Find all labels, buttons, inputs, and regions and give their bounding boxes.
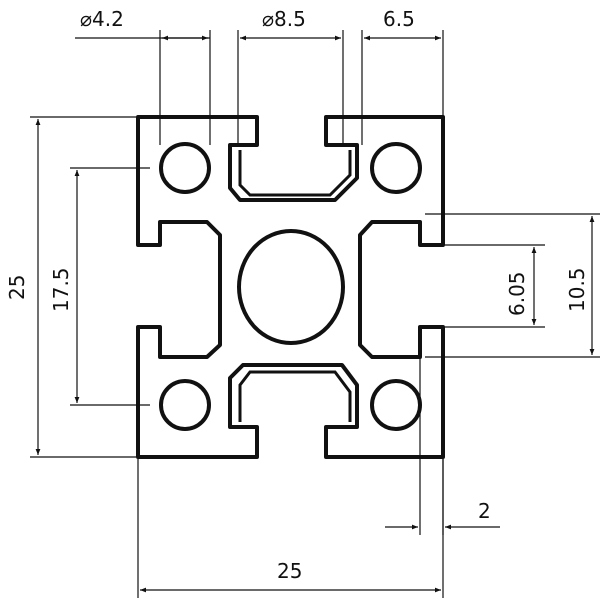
dim-slot-depth-inner — [445, 244, 545, 328]
center-bore — [237, 229, 345, 345]
dim-slot-opening — [425, 213, 600, 358]
label-overall-width: 25 — [277, 559, 302, 583]
bottom-slot-inner — [238, 370, 352, 422]
label-wall-thickness: 2 — [478, 499, 491, 523]
label-slot-opening: 10.5 — [565, 267, 589, 312]
label-slot-depth-inner: 6.05 — [505, 271, 529, 316]
dim-hole-spacing — [70, 167, 150, 406]
label-slot-width: 6.5 — [383, 7, 415, 31]
dim-overall-width — [137, 459, 444, 598]
profile-outline — [136, 115, 445, 459]
hole-top-left — [159, 142, 211, 194]
top-slot-inner — [238, 150, 352, 197]
hole-bottom-right — [370, 379, 422, 431]
dim-slot-width — [361, 30, 444, 145]
label-hole-diameter: ⌀4.2 — [80, 7, 124, 31]
dim-overall-height — [30, 116, 136, 458]
label-center-bore: ⌀8.5 — [262, 7, 306, 31]
hole-bottom-left — [159, 379, 211, 431]
dim-hole-diameter — [75, 30, 211, 145]
hole-top-right — [370, 142, 422, 194]
label-overall-height: 25 — [5, 275, 29, 300]
dim-center-bore — [237, 30, 344, 145]
label-hole-spacing: 17.5 — [49, 267, 73, 312]
